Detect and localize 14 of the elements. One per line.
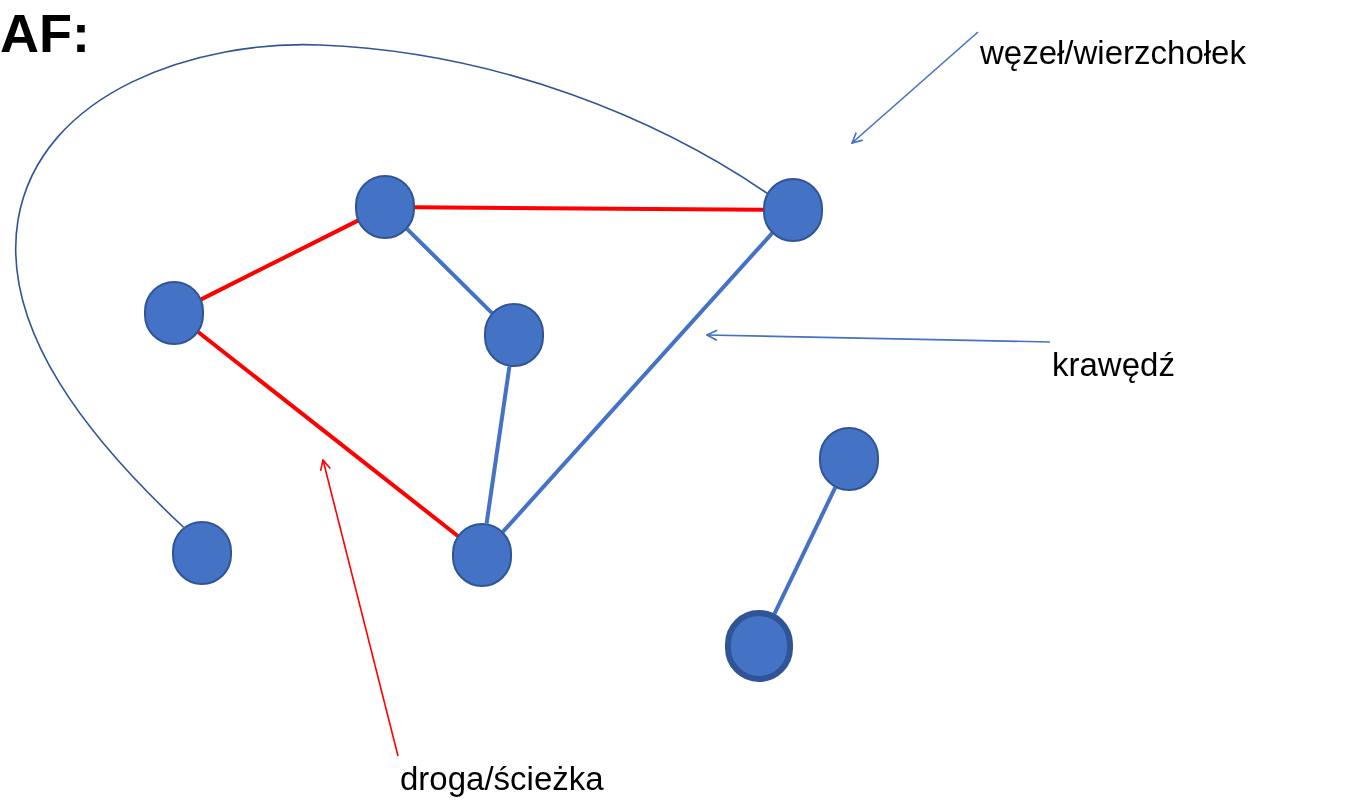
annotation-label: węzeł/wierzchołek xyxy=(980,35,1246,69)
graph-edge xyxy=(200,218,359,302)
graph-edge xyxy=(501,231,774,534)
leader-arrow xyxy=(706,329,1051,343)
annotation-label: krawędź xyxy=(1052,347,1175,381)
graph-edge xyxy=(196,330,460,538)
graph-edge xyxy=(405,227,494,315)
graph-edge xyxy=(415,205,763,212)
graph-edge xyxy=(484,366,512,524)
graph-edge xyxy=(14,44,769,529)
title: AF: xyxy=(0,2,90,65)
annotation-label: droga/ścieżka xyxy=(400,761,604,795)
leader-arrow xyxy=(851,31,979,144)
leader-arrow xyxy=(319,459,399,757)
